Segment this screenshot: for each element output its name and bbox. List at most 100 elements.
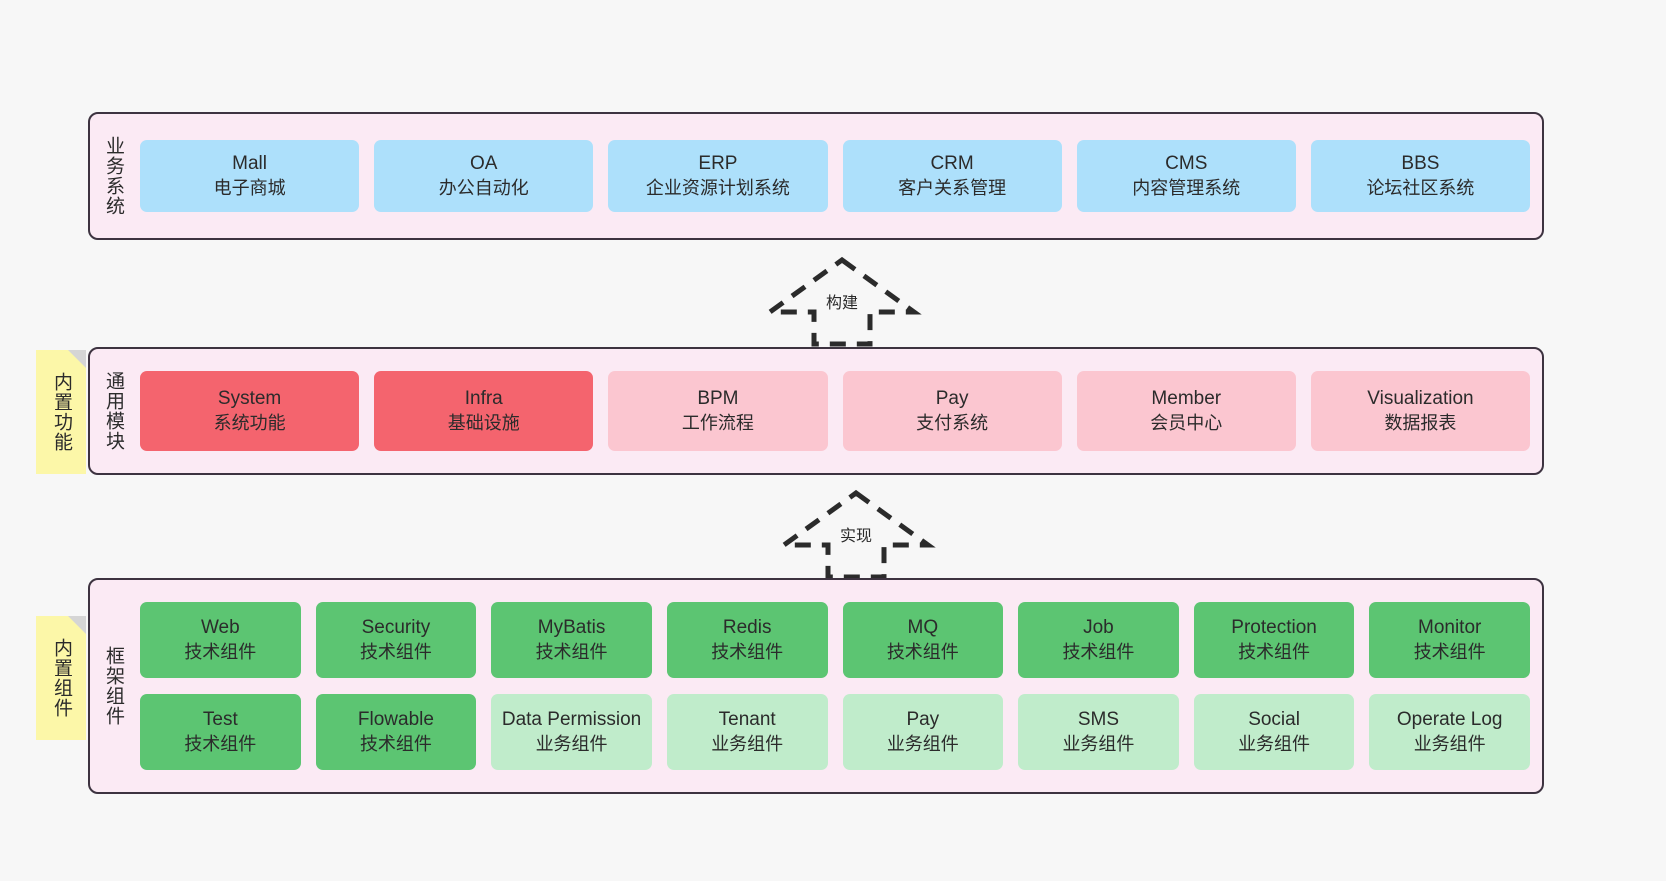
- card-subtitle: 内容管理系统: [1132, 177, 1241, 198]
- connector-implement: 实现: [768, 489, 944, 581]
- layer-body-common-modules: System 系统功能 Infra 基础设施 BPM 工作流程 Pay 支付系统…: [136, 349, 1542, 473]
- card-title: Pay: [935, 388, 969, 410]
- note-builtin-components: 内置组件: [36, 616, 86, 740]
- card-subtitle: 企业资源计划系统: [645, 177, 790, 198]
- card-subtitle: 业务组件: [535, 733, 608, 754]
- card-title: Monitor: [1418, 617, 1482, 639]
- card-pay-component[interactable]: Pay 业务组件: [842, 694, 1004, 770]
- card-operate-log[interactable]: Operate Log 业务组件: [1369, 694, 1530, 770]
- card-subtitle: 电子商城: [213, 177, 286, 198]
- card-subtitle: 业务组件: [1062, 733, 1135, 754]
- card-mall[interactable]: Mall 电子商城: [140, 140, 360, 212]
- card-title: CRM: [930, 153, 974, 175]
- card-crm[interactable]: CRM 客户关系管理: [842, 140, 1062, 212]
- card-infra[interactable]: Infra 基础设施: [374, 371, 594, 451]
- card-title: Job: [1083, 617, 1114, 639]
- card-subtitle: 技术组件: [1413, 641, 1486, 662]
- card-data-permission[interactable]: Data Permission 业务组件: [491, 694, 652, 770]
- card-title: Tenant: [718, 709, 776, 731]
- card-title: BBS: [1401, 153, 1440, 175]
- generalization-arrow-icon: [762, 256, 922, 347]
- layer-title-common-modules: 通用模块: [103, 371, 125, 451]
- connector-build: 构建: [754, 256, 930, 348]
- card-subtitle: 业务组件: [886, 733, 959, 754]
- card-row: Web 技术组件 Security 技术组件 MyBatis 技术组件 Redi…: [140, 602, 1530, 678]
- card-title: Redis: [722, 617, 772, 639]
- card-subtitle: 客户关系管理: [898, 177, 1007, 198]
- card-title: SMS: [1077, 709, 1120, 731]
- layer-body-business-systems: Mall 电子商城 OA 办公自动化 ERP 企业资源计划系统 CRM 客户关系…: [136, 114, 1542, 238]
- card-title: CMS: [1165, 153, 1208, 175]
- card-title: Pay: [906, 709, 940, 731]
- card-subtitle: 业务组件: [711, 733, 784, 754]
- card-pay-module[interactable]: Pay 支付系统: [842, 371, 1062, 451]
- card-subtitle: 基础设施: [447, 412, 520, 433]
- card-subtitle: 技术组件: [1062, 641, 1135, 662]
- card-title: MQ: [907, 617, 939, 639]
- card-subtitle: 办公自动化: [438, 177, 529, 198]
- generalization-arrow-icon: [776, 489, 936, 580]
- card-oa[interactable]: OA 办公自动化: [374, 140, 594, 212]
- card-subtitle: 技术组件: [1238, 641, 1311, 662]
- card-subtitle: 技术组件: [359, 733, 432, 754]
- card-title: ERP: [698, 153, 738, 175]
- card-bpm[interactable]: BPM 工作流程: [608, 371, 828, 451]
- card-title: BPM: [697, 388, 739, 410]
- layer-title-framework-components: 框架组件: [103, 646, 125, 726]
- card-job[interactable]: Job 技术组件: [1018, 602, 1179, 678]
- card-system[interactable]: System 系统功能: [140, 371, 360, 451]
- card-visualization[interactable]: Visualization 数据报表: [1310, 371, 1531, 451]
- card-security[interactable]: Security 技术组件: [315, 602, 477, 678]
- card-mybatis[interactable]: MyBatis 技术组件: [491, 602, 652, 678]
- card-subtitle: 技术组件: [886, 641, 959, 662]
- card-mq[interactable]: MQ 技术组件: [842, 602, 1004, 678]
- card-redis[interactable]: Redis 技术组件: [666, 602, 828, 678]
- card-social[interactable]: Social 业务组件: [1193, 694, 1355, 770]
- card-sms[interactable]: SMS 业务组件: [1018, 694, 1179, 770]
- connector-label: 构建: [823, 289, 861, 313]
- card-title: Member: [1151, 388, 1222, 410]
- card-subtitle: 技术组件: [359, 641, 432, 662]
- layer-business-systems: 业务系统 Mall 电子商城 OA 办公自动化 ERP 企业资源计划系统 CRM…: [88, 112, 1544, 240]
- card-title: Mall: [232, 153, 267, 175]
- card-subtitle: 技术组件: [711, 641, 784, 662]
- card-subtitle: 业务组件: [1413, 733, 1486, 754]
- note-builtin-features: 内置功能: [36, 350, 86, 474]
- card-title: Infra: [464, 388, 503, 410]
- card-member[interactable]: Member 会员中心: [1076, 371, 1296, 451]
- card-row: System 系统功能 Infra 基础设施 BPM 工作流程 Pay 支付系统…: [140, 371, 1531, 451]
- card-web[interactable]: Web 技术组件: [140, 602, 301, 678]
- card-monitor[interactable]: Monitor 技术组件: [1369, 602, 1530, 678]
- card-title: Security: [361, 617, 431, 639]
- card-subtitle: 论坛社区系统: [1366, 177, 1475, 198]
- card-title: Protection: [1231, 617, 1317, 639]
- layer-framework-components: 框架组件 Web 技术组件 Security 技术组件 MyBatis 技术组件…: [88, 578, 1544, 794]
- card-bbs[interactable]: BBS 论坛社区系统: [1310, 140, 1531, 212]
- card-title: Web: [200, 617, 240, 639]
- card-title: Test: [202, 709, 238, 731]
- card-cms[interactable]: CMS 内容管理系统: [1076, 140, 1296, 212]
- card-title: Flowable: [357, 709, 434, 731]
- layer-title-business-systems: 业务系统: [103, 136, 125, 216]
- card-erp[interactable]: ERP 企业资源计划系统: [608, 140, 828, 212]
- card-title: System: [217, 388, 282, 410]
- card-test[interactable]: Test 技术组件: [140, 694, 301, 770]
- card-title: Social: [1248, 709, 1300, 731]
- card-subtitle: 工作流程: [681, 412, 754, 433]
- card-title: MyBatis: [537, 617, 606, 639]
- card-protection[interactable]: Protection 技术组件: [1193, 602, 1355, 678]
- layer-body-framework-components: Web 技术组件 Security 技术组件 MyBatis 技术组件 Redi…: [136, 580, 1542, 792]
- card-subtitle: 技术组件: [184, 641, 257, 662]
- card-subtitle: 数据报表: [1384, 412, 1457, 433]
- connector-label: 实现: [837, 522, 875, 546]
- card-title: Data Permission: [501, 709, 642, 731]
- card-title: Operate Log: [1396, 709, 1503, 731]
- card-row: Mall 电子商城 OA 办公自动化 ERP 企业资源计划系统 CRM 客户关系…: [140, 140, 1531, 212]
- card-flowable[interactable]: Flowable 技术组件: [315, 694, 477, 770]
- card-subtitle: 技术组件: [184, 733, 257, 754]
- card-row: Test 技术组件 Flowable 技术组件 Data Permission …: [140, 694, 1530, 770]
- card-subtitle: 系统功能: [213, 412, 286, 433]
- card-title: OA: [470, 153, 498, 175]
- card-tenant[interactable]: Tenant 业务组件: [666, 694, 828, 770]
